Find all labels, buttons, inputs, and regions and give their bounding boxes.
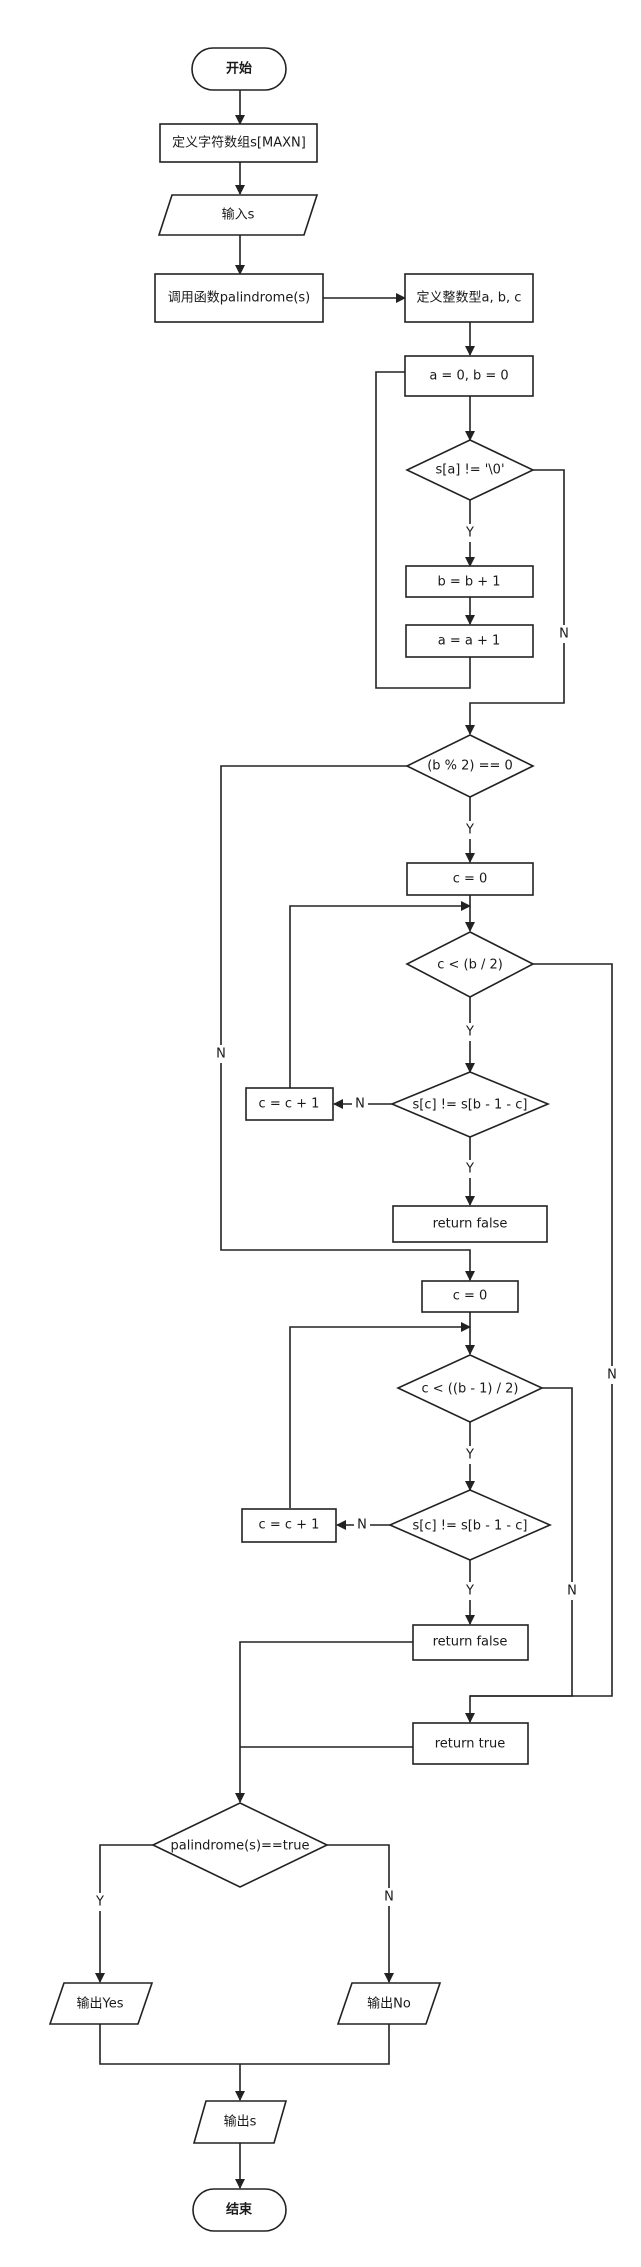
cond-cmp2-label: s[c] != s[b - 1 - c] (413, 1519, 528, 1534)
edge-result-yes (95, 1844, 153, 1983)
edge-halfodd-no (470, 1387, 573, 1697)
ret-false1-process: return false (392, 1205, 548, 1243)
out-yes-label: 输出Yes (77, 1996, 124, 2012)
c-inc1-label: c = c + 1 (259, 1097, 320, 1112)
edge-result-no (327, 1844, 394, 1983)
ret-false1-label: return false (433, 1217, 508, 1232)
edge-cinc2-loopback (289, 1322, 471, 1508)
cond-half-label: c < (b / 2) (437, 958, 503, 973)
c-inc2-label: c = c + 1 (259, 1518, 320, 1533)
edge-condnul-no (465, 469, 565, 735)
ret-true-label: return true (435, 1737, 506, 1752)
edge-cinc1-loopback (289, 901, 471, 1088)
edges (95, 90, 613, 2189)
init-ab-label: a = 0, b = 0 (429, 369, 508, 384)
c0-even-label: c = 0 (453, 872, 488, 887)
c-inc1-process: c = c + 1 (245, 1087, 334, 1121)
define-ints-process: 定义整数型a, b, c (404, 273, 534, 323)
nodes: 开始 定义字符数组s[MAXN] 输入s 调用函数palindrome(s) 定… (48, 47, 552, 2232)
out-s-io: 输出s (192, 2100, 288, 2144)
b-inc-process: b = b + 1 (405, 565, 534, 598)
call-func-process: 调用函数palindrome(s) (154, 273, 324, 323)
edge-label-nul-no: N (559, 627, 569, 642)
a-inc-label: a = a + 1 (438, 634, 501, 649)
out-no-io: 输出No (336, 1982, 442, 2025)
cond-nul-decision: s[a] != '\0' (405, 439, 535, 501)
call-func-label: 调用函数palindrome(s) (168, 291, 311, 306)
edge-labels: Y N Y N Y N Y N Y N Y N Y N (93, 524, 620, 1911)
b-inc-label: b = b + 1 (437, 575, 500, 590)
c0-odd-label: c = 0 (453, 1289, 488, 1304)
edge-label-even-no: N (216, 1047, 226, 1062)
edge-half-no (465, 963, 613, 1723)
cond-cmp2-decision: s[c] != s[b - 1 - c] (388, 1489, 552, 1561)
edge-label-even-yes: Y (465, 823, 474, 838)
cond-half-odd-label: c < ((b - 1) / 2) (422, 1382, 519, 1397)
cond-half-decision: c < (b / 2) (405, 931, 535, 998)
input-s-label: 输入s (222, 207, 255, 223)
ret-false2-process: return false (412, 1624, 529, 1661)
init-ab-process: a = 0, b = 0 (404, 355, 534, 397)
out-no-label: 输出No (367, 1996, 411, 2012)
define-array-process: 定义字符数组s[MAXN] (159, 123, 318, 163)
define-ints-label: 定义整数型a, b, c (417, 291, 522, 306)
define-array-label: 定义字符数组s[MAXN] (172, 135, 306, 151)
out-s-label: 输出s (224, 2114, 257, 2130)
edge-label-halfodd-no: N (567, 1584, 577, 1599)
edge-label-cmp2-no: N (357, 1518, 367, 1533)
edge-label-half-no: N (607, 1368, 617, 1383)
edge-even-no (220, 765, 475, 1281)
edge-label-halfodd-yes: Y (465, 1448, 474, 1463)
edge-label-nul-yes: Y (465, 526, 474, 541)
cond-even-decision: (b % 2) == 0 (405, 734, 535, 798)
cond-cmp1-label: s[c] != s[b - 1 - c] (413, 1098, 528, 1113)
a-inc-process: a = a + 1 (405, 624, 534, 658)
ret-true-process: return true (412, 1722, 529, 1765)
c-inc2-process: c = c + 1 (241, 1508, 337, 1543)
end-label: 结束 (226, 2202, 253, 2218)
edge-label-result-yes: Y (95, 1895, 104, 1910)
edge-retfalse2-result (235, 1641, 413, 1803)
c0-odd-process: c = 0 (421, 1280, 519, 1313)
edge-label-result-no: N (384, 1890, 394, 1905)
edge-outno-merge (240, 2024, 390, 2065)
start-label: 开始 (226, 61, 252, 77)
cond-even-label: (b % 2) == 0 (427, 759, 513, 774)
cond-result-label: palindrome(s)==true (171, 1839, 310, 1854)
c0-even-process: c = 0 (406, 862, 534, 896)
edge-label-cmp1-no: N (355, 1097, 365, 1112)
cond-cmp1-decision: s[c] != s[b - 1 - c] (389, 1071, 551, 1138)
edge-label-half-yes: Y (465, 1025, 474, 1040)
cond-half-odd-decision: c < ((b - 1) / 2) (396, 1354, 544, 1423)
edge-outyes-merge (99, 2024, 240, 2065)
edge-label-cmp1-yes: Y (465, 1162, 474, 1177)
ret-false2-label: return false (433, 1635, 508, 1650)
start-terminal: 开始 (191, 47, 287, 91)
cond-result-decision: palindrome(s)==true (151, 1802, 329, 1888)
input-s-io: 输入s (157, 194, 319, 236)
edge-label-cmp2-yes: Y (465, 1584, 474, 1599)
end-terminal: 结束 (192, 2188, 287, 2232)
out-yes-io: 输出Yes (48, 1982, 154, 2025)
cond-nul-label: s[a] != '\0' (435, 463, 504, 478)
